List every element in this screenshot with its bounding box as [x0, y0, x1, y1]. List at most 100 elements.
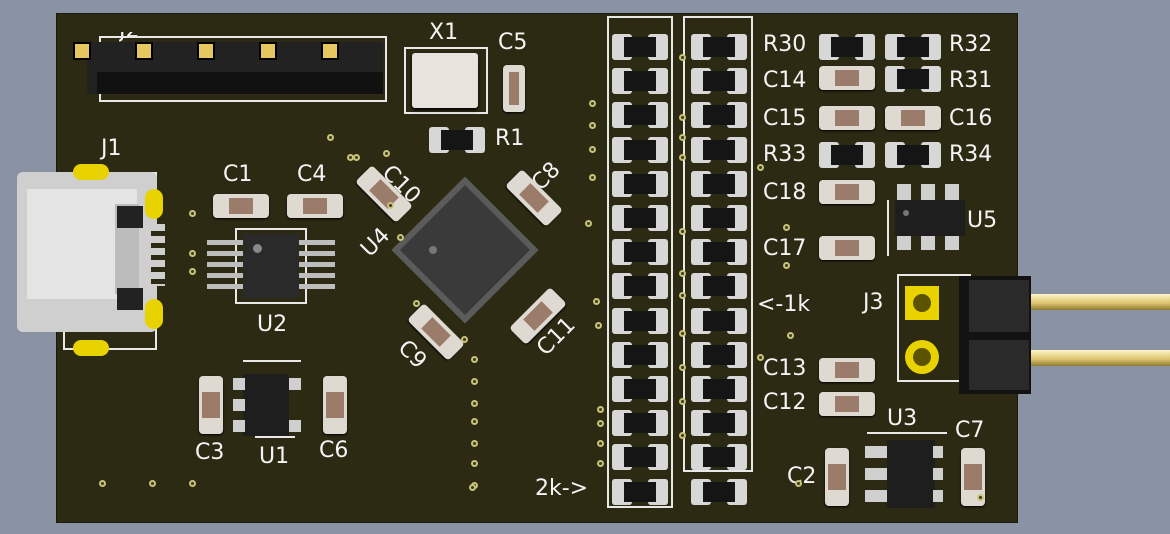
left-array-resistor [612, 170, 668, 197]
c14-cap [819, 66, 875, 90]
via [413, 300, 420, 307]
right-array-resistor [691, 239, 747, 266]
u2-body [243, 234, 299, 298]
via [189, 268, 196, 275]
right-array-resistor [691, 170, 747, 197]
right-array-resistor [691, 136, 747, 163]
via [589, 146, 596, 153]
via [679, 154, 686, 161]
label-c18: C18 [763, 180, 807, 205]
via [977, 494, 984, 501]
via [99, 480, 106, 487]
label-r32: R32 [949, 32, 993, 57]
j1-shield-bl [145, 299, 163, 329]
right-array-resistor [691, 410, 747, 437]
via [469, 484, 476, 491]
label-c5: C5 [498, 30, 528, 55]
label-c7: C7 [955, 418, 985, 443]
x1-body [412, 53, 478, 108]
resistor-array-right-outline [683, 16, 753, 472]
via [679, 432, 686, 439]
left-array-resistor [612, 102, 668, 129]
via [597, 440, 604, 447]
c17-cap [819, 236, 875, 260]
c3-cap [199, 376, 223, 434]
c18-cap [819, 180, 875, 204]
left-array-resistor [612, 479, 668, 505]
label-c1: C1 [223, 162, 253, 187]
label-j1: J1 [101, 136, 122, 161]
j1-usb-dark-top [117, 206, 143, 228]
c6-cap [323, 376, 347, 434]
label-x1: X1 [429, 20, 459, 45]
via [679, 228, 686, 235]
u3-body [887, 440, 935, 508]
label-u4: U4 [356, 223, 396, 263]
via [597, 460, 604, 467]
via [679, 292, 686, 299]
j1-pins [151, 224, 165, 286]
resistor-array-left-outline [607, 16, 673, 508]
via [593, 298, 600, 305]
c7-cap [961, 448, 985, 506]
via [595, 322, 602, 329]
j2-pin-1 [73, 42, 91, 60]
j2-pin-5 [321, 42, 339, 60]
via [757, 164, 764, 171]
right-array-resistor [691, 341, 747, 368]
left-array-resistor [612, 410, 668, 437]
j1-shield-bb [73, 340, 109, 356]
via [679, 398, 686, 405]
r30-resistor [819, 34, 875, 60]
label-u5: U5 [967, 208, 998, 233]
j1-shield-tt [73, 164, 109, 180]
j2-pin-3 [197, 42, 215, 60]
via [589, 174, 596, 181]
right-array-resistor [691, 205, 747, 231]
j3-pin-1 [1031, 294, 1170, 310]
r32-resistor [885, 34, 941, 60]
j3-pad-1-hole [913, 294, 931, 312]
right-array-resistor [691, 273, 747, 300]
u1-hline-bottom [255, 436, 295, 438]
right-array-resistor [691, 307, 747, 334]
r1-resistor [429, 127, 485, 153]
label-c13: C13 [763, 356, 807, 381]
label-c9: C9 [392, 335, 432, 374]
via [189, 250, 196, 257]
j3-housing-bottom [969, 340, 1029, 390]
via [471, 418, 478, 425]
label-r1: R1 [495, 126, 525, 151]
via [589, 100, 596, 107]
via [679, 364, 686, 371]
via [787, 332, 794, 339]
via [679, 114, 686, 121]
j3-pad-2-hole [913, 348, 931, 366]
u3-pins-left [865, 446, 889, 504]
u3-pins-right [933, 446, 943, 504]
right-array-resistor [691, 102, 747, 129]
via [471, 400, 478, 407]
c13-cap [819, 358, 875, 382]
via [471, 378, 478, 385]
u1-body [243, 374, 289, 436]
j2-pin-2 [135, 42, 153, 60]
u1-pins-left [233, 378, 245, 432]
u1-hline-top [243, 360, 301, 362]
via [597, 406, 604, 413]
label-c17: C17 [763, 236, 807, 261]
r34-resistor [885, 142, 941, 168]
left-array-resistor [612, 205, 668, 231]
label-c2: C2 [787, 464, 817, 489]
j1-usb-dark-bottom [117, 288, 143, 310]
label-r34: R34 [949, 142, 993, 167]
u5-silk-line [887, 200, 889, 256]
via [679, 270, 686, 277]
pcb-board: J2 X1 C5 R1 J1 C1 C4 U2 C10 C8 U4 [17, 13, 1170, 523]
via [795, 480, 802, 487]
j3-housing-top [969, 280, 1029, 332]
u2-pin1-mark [253, 244, 262, 253]
u4-pin1-mark [429, 246, 437, 254]
left-array-resistor [612, 444, 668, 471]
u4-chip [399, 184, 531, 316]
